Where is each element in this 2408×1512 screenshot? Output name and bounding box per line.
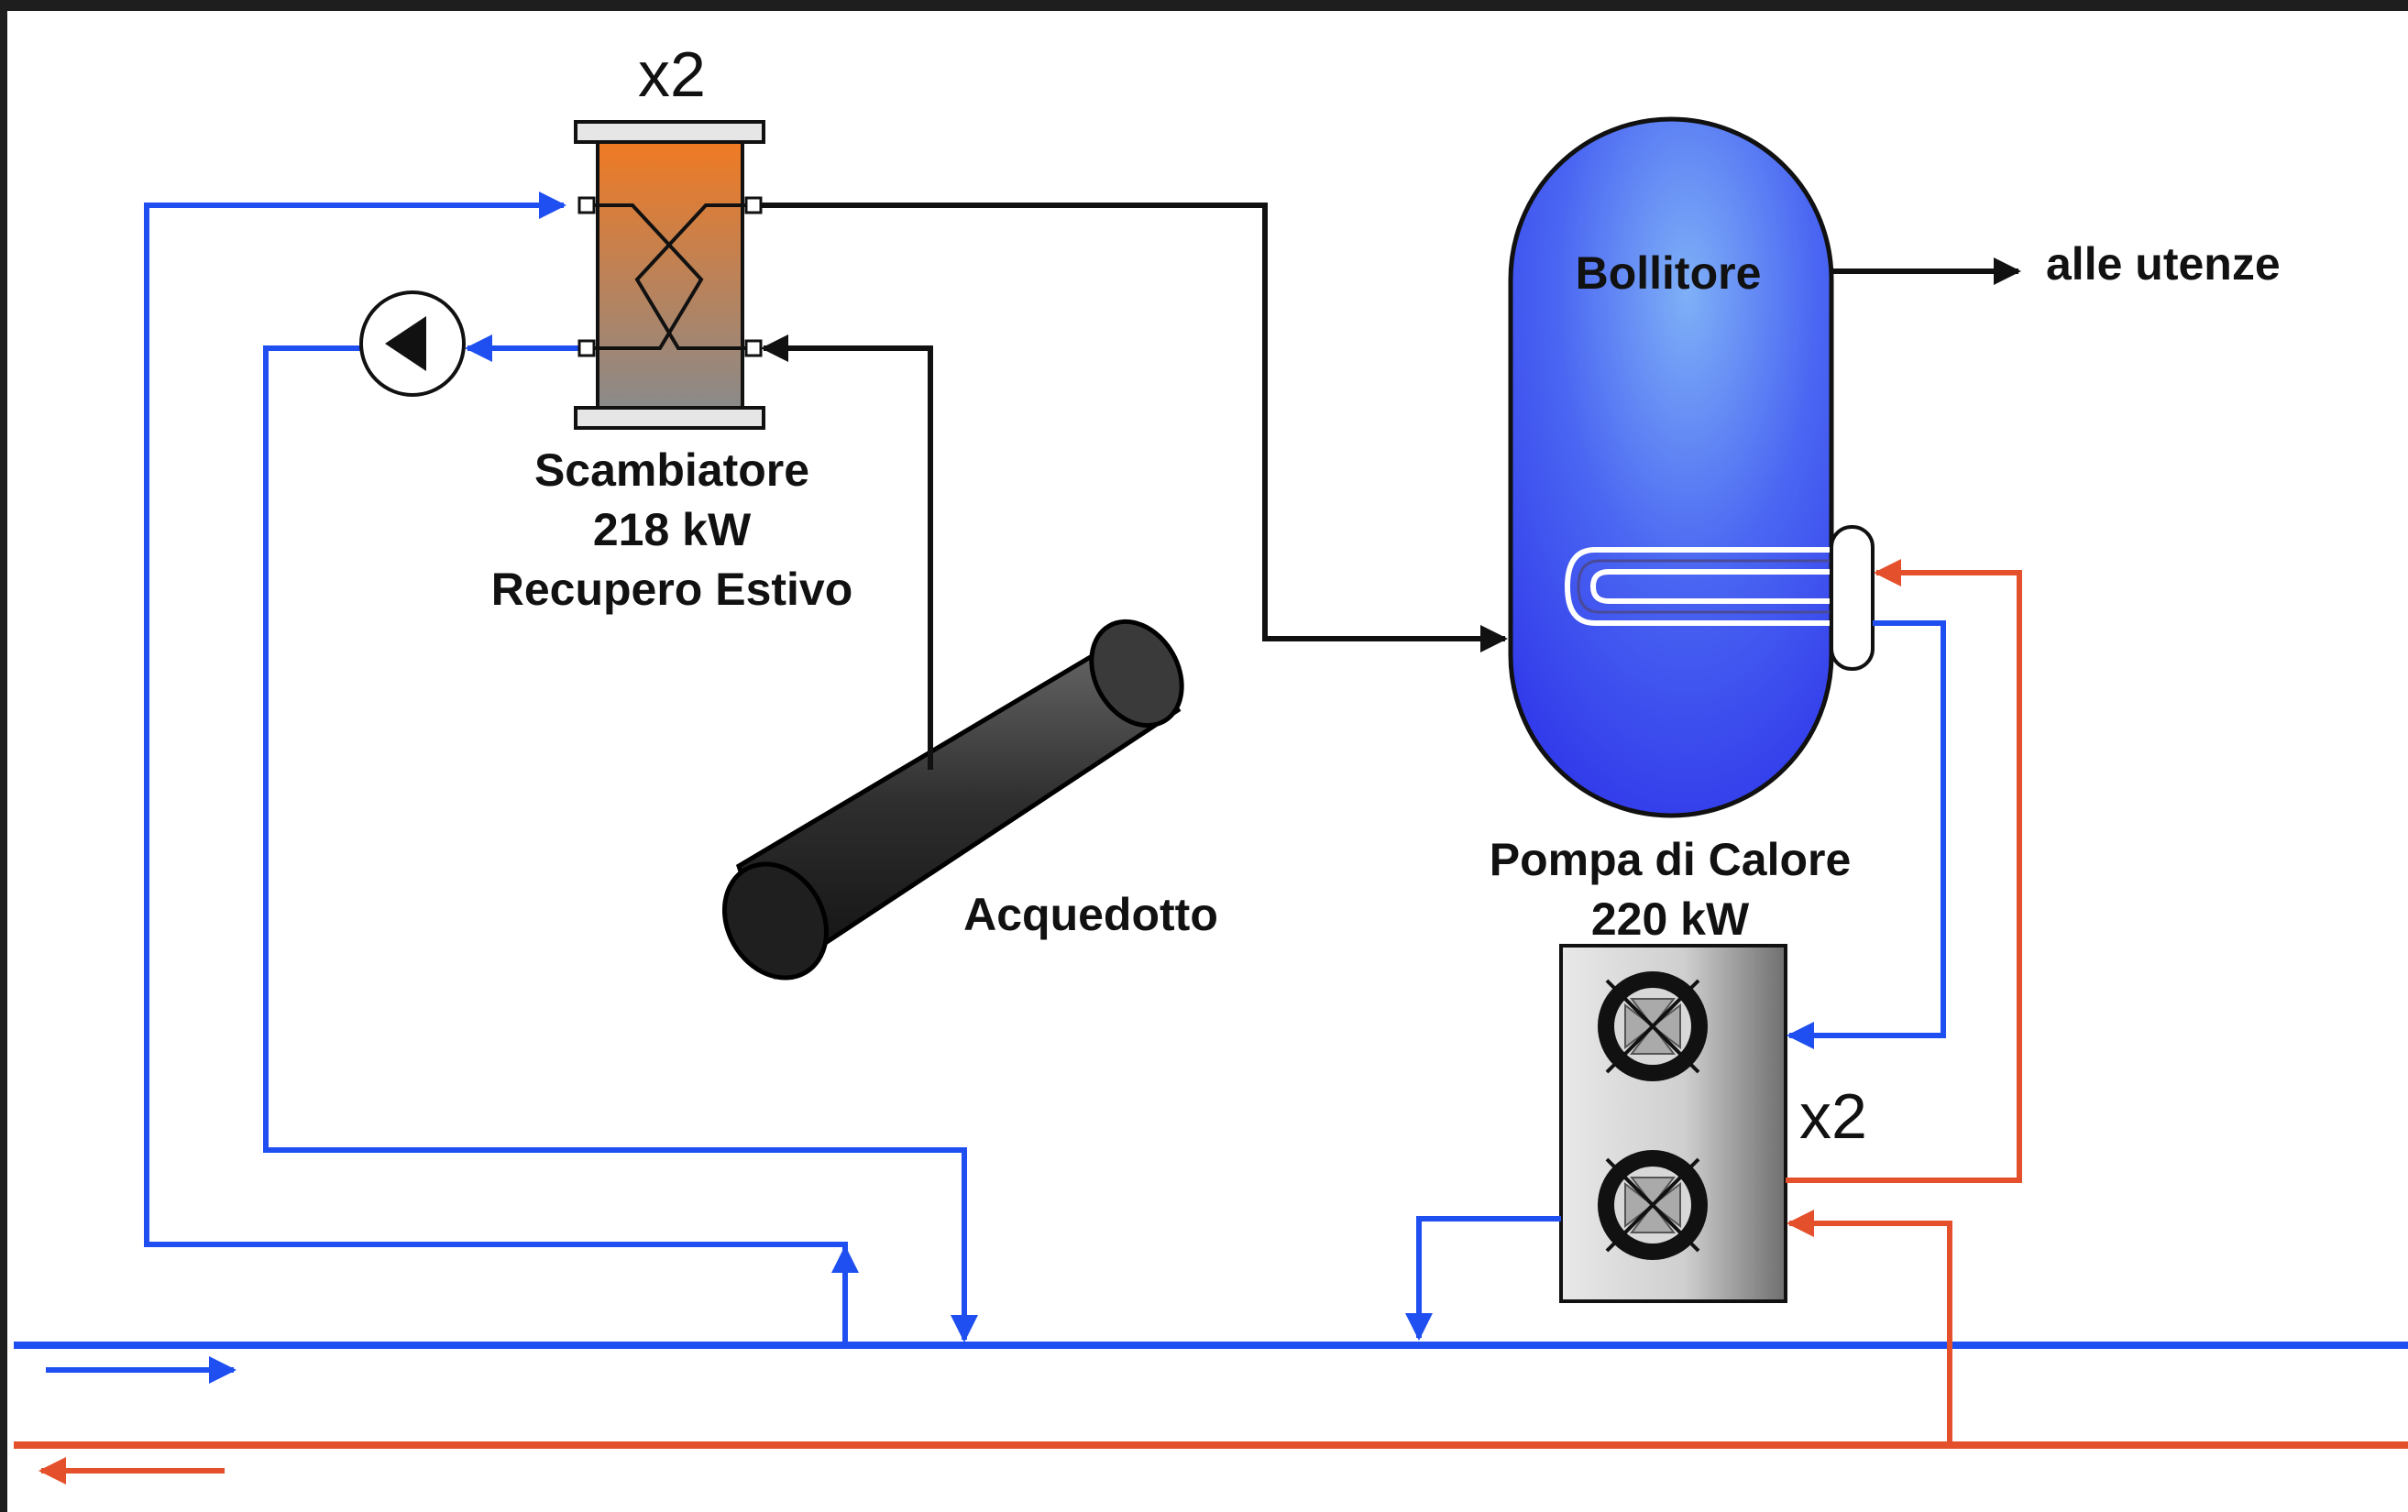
main-cold-line — [14, 1342, 2408, 1384]
heat-pump-power: 220 kW — [1591, 893, 1750, 945]
heat-pump-unit — [1559, 944, 1787, 1303]
heat-pump-hot-intake — [1787, 1210, 1952, 1445]
heat-exchanger — [574, 120, 765, 430]
exchanger-multiplier: x2 — [638, 38, 706, 110]
aqueduct-label: Acquedotto — [963, 889, 1218, 940]
tank-label: Bollitore — [1576, 247, 1762, 299]
circulation-pump-icon — [359, 290, 466, 397]
diagram-sheet — [7, 11, 2408, 1512]
heat-pump-cold-discharge — [1405, 1216, 1561, 1341]
exchanger-power: 218 kW — [593, 504, 752, 555]
heat-pump-multiplier: x2 — [1799, 1080, 1867, 1152]
aqueduct-feed-line — [761, 334, 933, 770]
coil-supply-line — [1786, 559, 2022, 1183]
coil-return-line — [1787, 620, 1946, 1049]
exchanger-to-tank-line — [756, 203, 1508, 652]
tank-outlet-label: alle utenze — [2046, 238, 2281, 290]
exchanger-role: Recupero Estivo — [491, 564, 853, 615]
storage-tank — [1508, 116, 1875, 818]
main-hot-line — [14, 1441, 2408, 1485]
aqueduct-pipe — [721, 619, 1184, 981]
exchanger-return-loop — [263, 334, 978, 1342]
heat-pump-name: Pompa di Calore — [1490, 834, 1852, 885]
exchanger-name: Scambiatore — [534, 444, 809, 496]
fan-icon — [1598, 971, 1708, 1081]
fan-icon — [1598, 1150, 1708, 1260]
exchanger-supply-loop — [144, 192, 859, 1345]
